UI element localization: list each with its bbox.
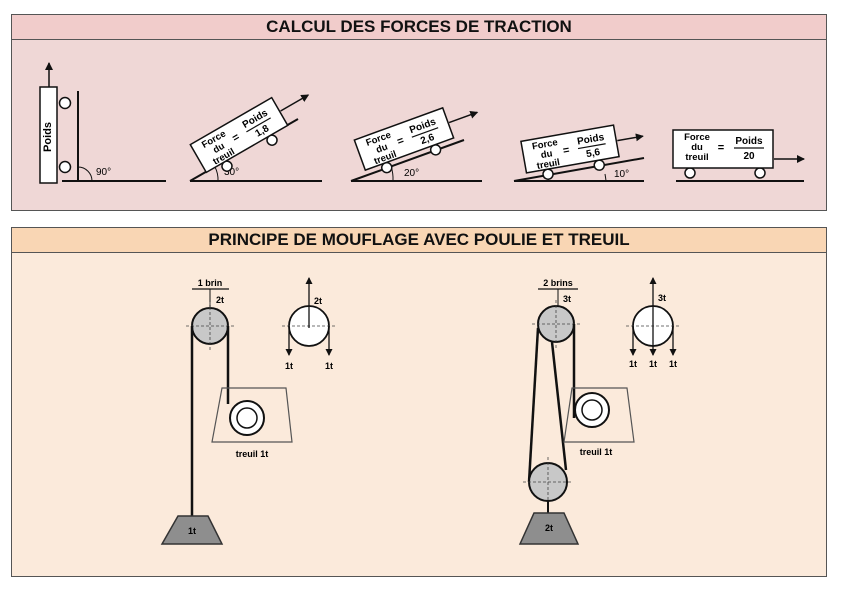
traction-case-20: 20° Force du treuil = Poids 2,6 [350,106,482,182]
wheel-icon [684,167,696,179]
equals-sign: = [562,144,570,157]
force-word: Force [684,132,710,143]
vertical-weight-label: Poids [42,122,54,152]
wheel-icon [58,160,72,174]
cart-box [353,106,455,172]
single-strand-setup: 1 brin 2t treuil 1t 1t [160,278,293,545]
weight-block-icon [518,512,580,545]
cart-box [189,96,289,174]
wheel-icon [754,167,766,179]
double-strand-setup: 2 brins 3t treuil 1t 2t [518,278,635,545]
mouflage-title: PRINCIPE DE MOUFLAGE AVEC POULIE ET TREU… [12,228,826,253]
mouflage-diagrams: 1 brin 2t treuil 1t 1t 2t 1t 1t [160,277,680,545]
mouflage-panel: PRINCIPE DE MOUFLAGE AVEC POULIE ET TREU… [11,227,827,577]
force-word: treuil [536,157,561,172]
slope-line [350,139,465,182]
fraction-numerator: Poids [576,132,605,148]
angle-label: 20° [404,168,419,179]
fbd-top-label: 3t [658,293,666,303]
wheel-icon [58,96,72,110]
traction-case-flat: Force du treuil = Poids 20 [672,129,805,182]
cart-box [520,124,620,174]
cart-box [672,129,774,169]
pull-arrow-icon [448,110,479,124]
fraction-divisor: 2,6 [419,132,436,147]
angle-label-90: 90° [96,167,111,178]
force-word: du [375,141,390,155]
fbd-bottom-label: 1t [325,361,333,371]
rope-strand [527,327,540,483]
slope-line [513,157,645,182]
traction-case-30: 30° Force du treuil = Poids 1,8 [189,94,322,182]
traction-panel: CALCUL DES FORCES DE TRACTION Poids 90° … [11,14,827,211]
fraction-divisor: 20 [743,151,755,162]
equals-sign: = [718,142,724,154]
fbd-bottom-label: 1t [649,359,657,369]
weight-label: 2t [545,523,553,533]
equals-sign: = [230,131,242,145]
fbd-top-label: 2t [314,296,322,306]
fraction-divisor: 5,6 [585,147,601,160]
traction-title: CALCUL DES FORCES DE TRACTION [12,15,826,40]
force-word: du [211,141,227,156]
double-strand-force-diagram: 3t 1t 1t 1t [626,277,680,369]
winch-label: treuil 1t [580,447,613,457]
weight-block-icon [160,515,224,545]
fraction-numerator: Poids [735,136,763,147]
weight-label: 1t [188,526,196,536]
rope-strand [550,341,568,471]
angle-label: 10° [614,169,629,180]
top-load-label: 3t [563,294,571,304]
force-word: du [540,148,554,161]
strands-label: 1 brin [198,278,223,288]
strands-label: 2 brins [543,278,573,288]
force-word: Force [531,137,558,152]
fbd-bottom-label: 1t [669,359,677,369]
pull-arrow-icon [617,133,644,142]
fbd-bottom-label: 1t [629,359,637,369]
traction-diagrams: Poids 90° 30° Force du treuil = Poids 1,… [39,62,805,184]
top-load-label: 2t [216,295,224,305]
winch-frame [563,387,635,443]
traction-case-vertical: Poids 90° [39,62,166,184]
pull-arrow-icon [280,94,310,112]
traction-case-10: 10° Force du treuil = Poids 5,6 [513,124,645,182]
force-word: treuil [685,152,708,163]
angle-label: 30° [224,167,239,178]
fbd-bottom-label: 1t [285,361,293,371]
winch-frame [211,387,293,443]
winch-label: treuil 1t [236,449,269,459]
force-word: du [691,142,703,153]
single-strand-force-diagram: 2t 1t 1t [282,277,336,371]
equals-sign: = [396,135,406,148]
